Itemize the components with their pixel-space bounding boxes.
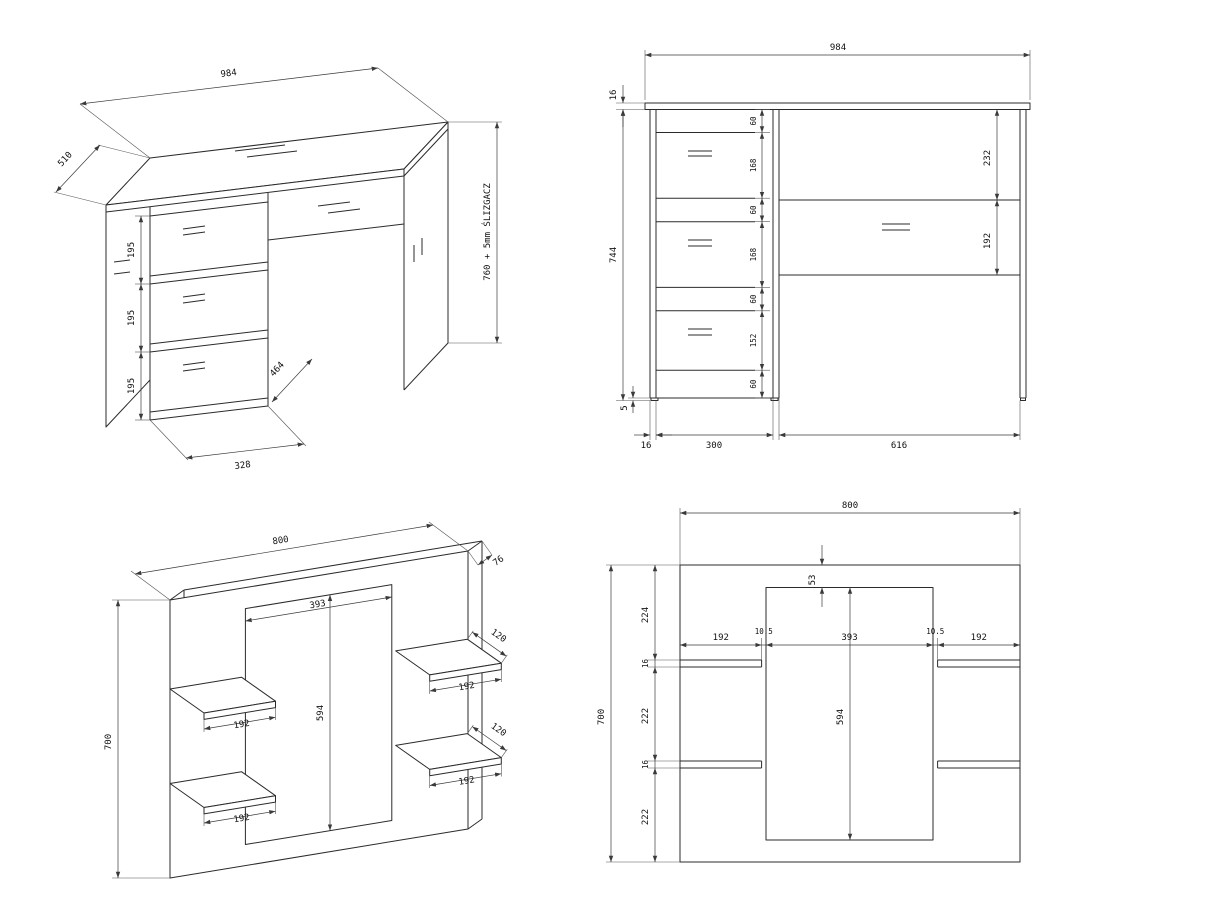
dim-hchain-3: 393 [841, 633, 857, 643]
dim-drawer-width: 328 [234, 460, 251, 472]
iso-desk-view: 984 510 195 195 195 328 464 760 + 5mm ŚL… [53, 66, 502, 472]
dim-vchain-5: 222 [641, 809, 651, 825]
dim-inner-height: 594 [316, 705, 326, 721]
dim-vchain-4: 16 [641, 760, 650, 770]
dim-right-chain-2: 192 [983, 233, 993, 249]
hutch-center-frame [244, 584, 393, 845]
dim-chain-1: 60 [749, 116, 758, 126]
drawer-front-1 [149, 201, 269, 277]
front-hutch-view: 800 700 53 594 192 10.5 393 10.5 192 [597, 501, 1021, 863]
dim-desk-height-note: 760 + 5mm ŚLIZGACZ [481, 183, 493, 281]
dim-pedestal-width: 300 [706, 441, 722, 451]
dim-vchain-1: 224 [641, 607, 651, 623]
dim-hchain-5: 192 [971, 633, 987, 643]
dim-hutch-width: 800 [272, 535, 290, 547]
dim-glide-height: 5 [620, 405, 630, 410]
hutch-outline [679, 564, 1021, 863]
dim-chain-2: 168 [749, 158, 758, 172]
dim-shelf-w1: 192 [233, 719, 251, 731]
dim-right-chain-1: 232 [983, 150, 993, 166]
dim-hchain-1: 192 [713, 633, 729, 643]
dim-opening-width: 616 [891, 441, 907, 451]
dim-desk-depth: 510 [56, 150, 74, 169]
dim-drawer-h1: 195 [127, 242, 137, 258]
dim-side-height: 744 [609, 247, 619, 263]
dim-desk-width: 984 [220, 68, 237, 80]
dim-chain-7: 60 [749, 379, 758, 389]
dim-chain-5: 60 [749, 294, 758, 304]
front-desk-view: 984 16 744 5 60 168 60 168 60 [609, 43, 1031, 451]
hutch-center-rect [765, 587, 934, 841]
dim-shelf-w4: 192 [458, 775, 476, 787]
drawer-front-2 [149, 269, 269, 345]
dim-vchain-3: 222 [641, 708, 651, 724]
dim-shelf-w2: 192 [233, 813, 251, 825]
desk-top-face [105, 121, 449, 206]
front-desk-top [644, 102, 1031, 110]
dim-hutch-front-width: 800 [842, 501, 858, 511]
dim-shelf-d1: 120 [489, 628, 508, 646]
dim-hchain-2: 10.5 [755, 627, 773, 636]
iso-hutch-view: 393 594 800 76 700 192 192 [104, 521, 508, 879]
dim-front-width: 984 [830, 43, 846, 53]
dim-hutch-front-height: 700 [597, 709, 607, 725]
dim-top-thickness: 16 [609, 90, 619, 101]
dim-inner-width: 393 [309, 599, 327, 611]
desk-top-right-edge [403, 121, 449, 177]
dim-shelf-d2: 120 [489, 722, 508, 740]
dim-shelf-w3: 192 [458, 681, 476, 693]
dim-chain-6: 152 [749, 334, 758, 348]
dim-vchain-2: 16 [641, 659, 650, 669]
dim-side-thickness: 16 [641, 441, 652, 451]
dim-hutch-depth: 76 [492, 554, 507, 568]
dim-pedestal-depth: 464 [268, 360, 286, 379]
dim-top-gap: 53 [808, 575, 818, 586]
dim-chain-3: 60 [749, 205, 758, 215]
drawer-front-3 [149, 337, 269, 413]
dim-hutch-inner-height: 594 [836, 709, 846, 725]
dim-drawer-h3: 195 [127, 378, 137, 394]
dim-chain-4: 168 [749, 247, 758, 261]
dim-drawer-h2: 195 [127, 310, 137, 326]
dim-hutch-height: 700 [104, 734, 114, 750]
dim-hchain-4: 10.5 [926, 627, 944, 636]
